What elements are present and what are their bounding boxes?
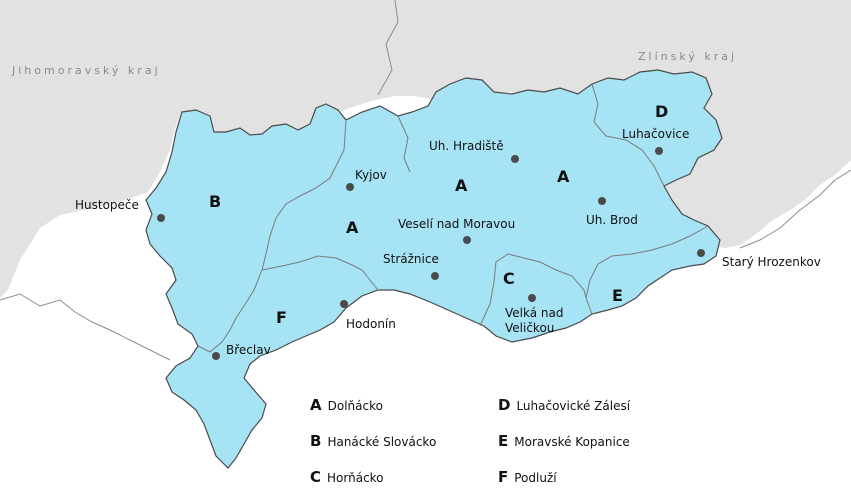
city-label-velka-2: Veličkou — [505, 321, 554, 335]
legend-label: Podluží — [514, 471, 557, 485]
city-label-kyjov: Kyjov — [355, 168, 387, 182]
internal-border-b — [197, 119, 347, 353]
city-label-luhacovice: Luhačovice — [622, 127, 689, 141]
admin-border-east — [739, 169, 851, 249]
legend-key: E — [498, 432, 509, 450]
legend-key: D — [498, 396, 511, 414]
city-dot-hodonin — [340, 300, 348, 308]
area-letter-e: E — [612, 286, 623, 305]
area-letter-f: F — [276, 308, 287, 327]
legend-label: Horňácko — [327, 471, 384, 485]
legend-label: Moravské Kopanice — [514, 435, 630, 449]
legend-item-a: A Dolňácko — [310, 396, 383, 414]
area-letter-a-center: A — [455, 176, 468, 195]
city-dot-uh-hradiste — [511, 155, 519, 163]
area-letter-b: B — [209, 192, 221, 211]
legend-item-c: C Horňácko — [310, 468, 384, 486]
city-label-stary-hrozenkov: Starý Hrozenkov — [722, 255, 821, 269]
legend-key: B — [310, 432, 322, 450]
admin-border-north — [377, 0, 399, 96]
city-label-uh-hradiste: Uh. Hradiště — [429, 139, 504, 153]
city-label-straznice: Strážnice — [383, 252, 439, 266]
area-letter-a-west: A — [346, 218, 359, 237]
legend-key: A — [310, 396, 322, 414]
city-label-velka-1: Velká nad — [505, 306, 563, 320]
internal-border-c — [479, 253, 587, 327]
admin-border-west — [0, 293, 171, 361]
city-dot-hustopece — [157, 214, 165, 222]
internal-border-d — [591, 83, 665, 187]
region-label-zlinsky: Zlínský kraj — [638, 50, 737, 63]
city-dot-luhacovice — [655, 147, 663, 155]
city-dot-straznice — [431, 272, 439, 280]
internal-border-f — [261, 255, 379, 291]
city-dot-uh-brod — [598, 197, 606, 205]
area-letter-a-east: A — [557, 167, 570, 186]
city-dot-breclav — [212, 352, 220, 360]
legend-key: C — [310, 468, 322, 486]
legend-item-f: F Podluží — [498, 468, 557, 486]
city-label-uh-brod: Uh. Brod — [586, 213, 638, 227]
city-label-hustopece: Hustopeče — [75, 198, 139, 212]
city-dots — [157, 147, 705, 360]
slovacko-region — [145, 69, 723, 469]
legend-item-e: E Moravské Kopanice — [498, 432, 630, 450]
legend-item-b: B Hanácké Slovácko — [310, 432, 436, 450]
legend-key: F — [498, 468, 509, 486]
legend-label: Hanácké Slovácko — [327, 435, 437, 449]
region-label-jihomoravsky: Jihomoravský kraj — [11, 64, 161, 77]
internal-border-a-north — [397, 115, 411, 173]
city-label-hodonin: Hodonín — [346, 317, 396, 331]
city-dot-stary-hrozenkov — [697, 249, 705, 257]
area-letter-c: C — [503, 269, 515, 288]
legend-label: Luhačovické Zálesí — [516, 399, 631, 413]
city-label-breclav: Břeclav — [226, 343, 271, 357]
internal-border-e — [585, 225, 709, 315]
legend-label: Dolňácko — [327, 399, 383, 413]
city-dot-kyjov — [346, 183, 354, 191]
city-dot-veseli — [463, 236, 471, 244]
legend: A Dolňácko B Hanácké Slovácko C Horňácko… — [310, 392, 710, 488]
area-letter-d: D — [655, 102, 668, 121]
city-label-veseli: Veselí nad Moravou — [398, 217, 515, 231]
legend-item-d: D Luhačovické Zálesí — [498, 396, 630, 414]
city-dot-velka — [528, 294, 536, 302]
